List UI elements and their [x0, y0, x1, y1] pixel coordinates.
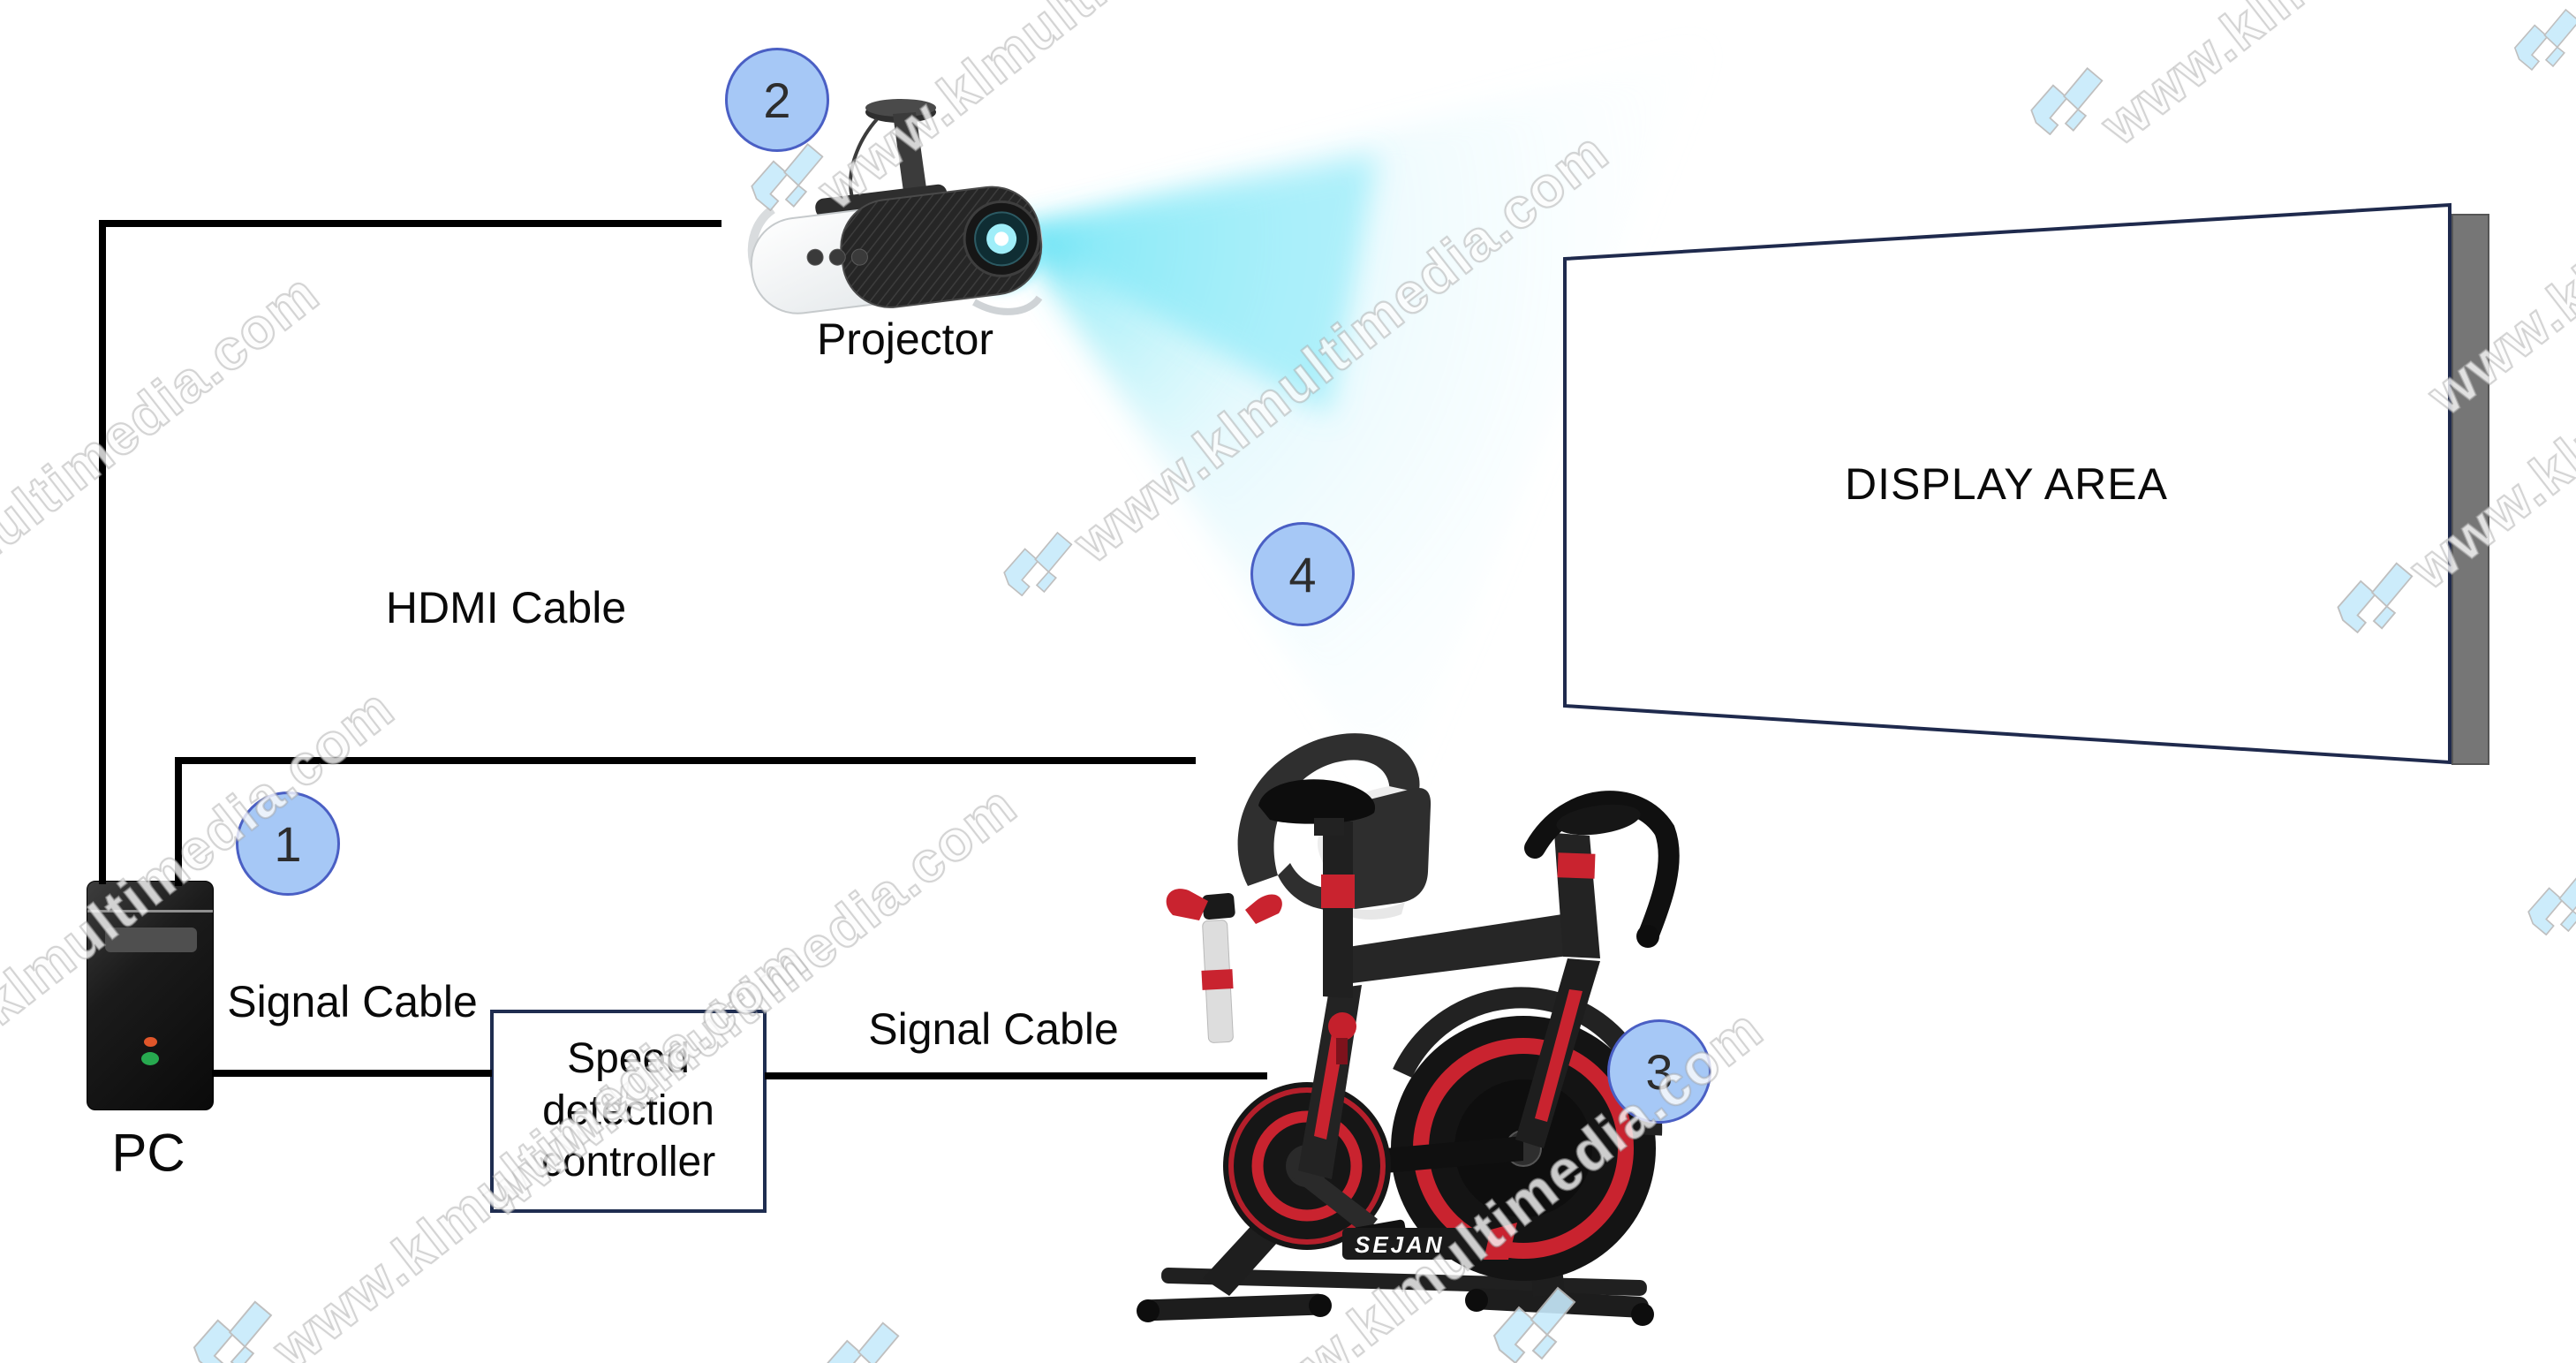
badge-3-number: 3 — [1645, 1043, 1673, 1100]
bike-foot-cap-3 — [1465, 1289, 1488, 1312]
hdmi-cable-wire-horizontal — [99, 220, 721, 227]
bike-handle-post-accent — [1557, 852, 1596, 879]
bike-foot-cap-2 — [1309, 1294, 1332, 1317]
projector-button-2 — [828, 248, 846, 266]
badge-2-projector: 2 — [725, 48, 829, 152]
bike-seat-post — [1323, 820, 1353, 998]
bike-pedal-arm — [1291, 1161, 1378, 1235]
bike-crank-outer-ring — [1228, 1087, 1386, 1245]
bike-rear-foot — [1137, 1293, 1327, 1321]
bike-left-post-accent — [1201, 969, 1234, 990]
signal-cable-wire-pc-to-controller — [212, 1070, 492, 1077]
bike-seat-clamp — [1314, 818, 1344, 836]
bike-seat-post-accent — [1321, 875, 1355, 908]
projector-mount-stem — [893, 112, 926, 192]
projector-label: Projector — [816, 314, 994, 364]
watermark-logo-top-right — [2030, 67, 2104, 135]
bike-brand-stripe — [1484, 1223, 1517, 1260]
hdmi-cable-label: HDMI Cable — [385, 583, 627, 632]
projector-button-3 — [850, 248, 868, 266]
watermark-logo-bottom-left — [193, 1300, 273, 1363]
vr-cable-wire-horizontal — [175, 757, 1196, 764]
hdmi-cable-wire-vertical — [99, 220, 106, 884]
badge-4-vr: 4 — [1250, 522, 1355, 626]
watermark-text-top-right: www.klmultimedia.com — [2089, 0, 2576, 157]
bike-handlebar-grip — [1636, 925, 1659, 948]
bike-foot-cap-1 — [1137, 1299, 1160, 1322]
watermark-text-left-upper: www.klmultimedia.com — [0, 260, 332, 717]
badge-1-number: 1 — [274, 815, 302, 872]
badge-1-pc: 1 — [236, 791, 340, 896]
badge-2-number: 2 — [763, 72, 791, 128]
bike-knob-stem — [1336, 1038, 1348, 1064]
display-area-label: DISPLAY AREA — [1845, 459, 2168, 509]
bike-base-beam — [1161, 1268, 1647, 1296]
pc-label: PC — [111, 1123, 185, 1183]
signal-cable-wire-controller-to-bike — [765, 1072, 1267, 1079]
watermark-logo-center — [1003, 531, 1073, 596]
projector-ceiling-plate-top — [865, 99, 936, 117]
signal-cable-label-left: Signal Cable — [227, 977, 478, 1026]
bike-left-horn-1 — [1166, 889, 1208, 920]
projector-body — [750, 184, 1043, 314]
bike-handlebar — [1524, 791, 1680, 947]
signal-cable-label-right: Signal Cable — [868, 1004, 1119, 1054]
bike-front-fork-accent — [1535, 989, 1583, 1122]
projector-bracket-right — [972, 295, 1043, 315]
speed-controller-line3: controller — [540, 1139, 716, 1186]
bike-brand-band — [1342, 1228, 1488, 1260]
projector-button-1 — [806, 248, 824, 266]
watermark-logo-right-lower — [2527, 877, 2576, 935]
vr-cable-wire-vertical — [175, 757, 182, 886]
badge-4-number: 4 — [1288, 546, 1317, 602]
watermark-logo-top-corner — [2513, 8, 2576, 71]
bike-left-clamp — [1202, 892, 1235, 920]
pc-status-led — [141, 1052, 159, 1065]
bike-foot-cap-4 — [1631, 1303, 1654, 1326]
speed-controller-box: Speed detection controller — [490, 1010, 767, 1213]
pc-power-led — [144, 1037, 157, 1047]
badge-3-bike: 3 — [1607, 1019, 1711, 1124]
display-side-panel — [2451, 214, 2489, 765]
bike-brand-text: SEJAN — [1355, 1231, 1445, 1258]
pc-tower — [87, 881, 214, 1110]
bike-seat — [1258, 779, 1376, 824]
bike-top-tube — [1338, 912, 1583, 985]
exercise-bike: SEJAN — [1137, 779, 1680, 1326]
speed-controller-line2: detection — [542, 1087, 714, 1134]
bike-crank-red-ring — [1251, 1110, 1363, 1222]
bike-left-horn-2 — [1245, 894, 1282, 924]
pc-top-seam — [87, 910, 213, 912]
bike-resistance-knob — [1328, 1012, 1356, 1041]
watermark-logo-bottom-mid — [827, 1321, 900, 1363]
speed-controller-line1: Speed — [567, 1035, 690, 1083]
vr-goggle-base — [1347, 902, 1405, 920]
pc-drive-bay — [105, 928, 197, 952]
bike-handlebar-pad — [1556, 804, 1641, 836]
